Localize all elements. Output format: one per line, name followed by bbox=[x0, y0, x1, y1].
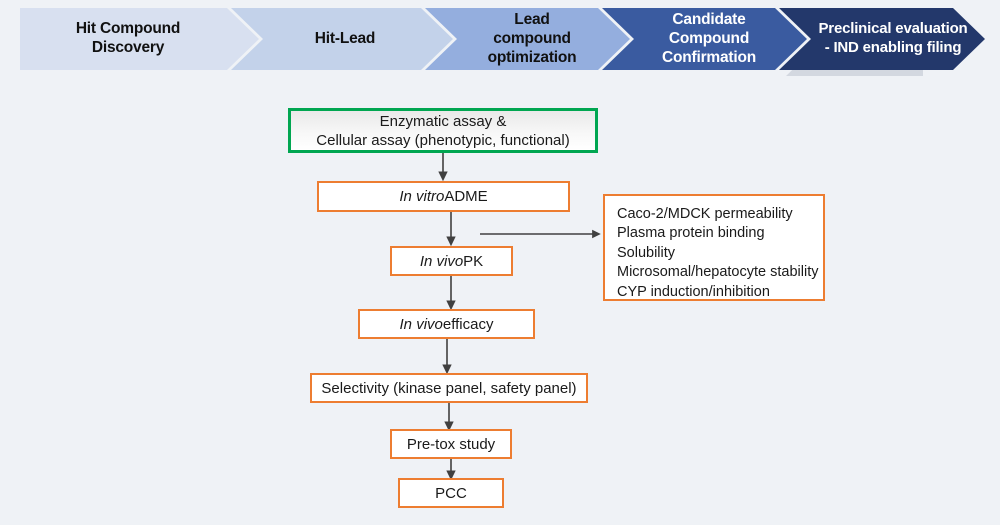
node-line-cellular-assay: Cellular assay (phenotypic, functional) bbox=[316, 131, 570, 149]
stage-chevron-hit-lead[interactable] bbox=[231, 8, 453, 70]
node-label-italic: In vivo bbox=[399, 315, 443, 333]
detail-item: CYP induction/inhibition bbox=[617, 283, 770, 300]
stage-chevron-svg bbox=[20, 8, 985, 76]
node-in-vitro-adme[interactable]: In vitro ADME bbox=[317, 181, 570, 212]
node-in-vivo-efficacy[interactable]: In vivo efficacy bbox=[358, 309, 535, 339]
node-pre-tox-study[interactable]: Pre-tox study bbox=[390, 429, 512, 459]
flow-connectors bbox=[438, 153, 601, 481]
node-line-enzymatic-assay: Enzymatic assay & bbox=[379, 112, 507, 130]
node-label-selectivity: Selectivity (kinase panel, safety panel) bbox=[321, 379, 577, 397]
detail-item: Plasma protein binding bbox=[617, 225, 765, 242]
stage-chevron-hit-compound-discovery[interactable] bbox=[20, 8, 259, 70]
node-pcc[interactable]: PCC bbox=[398, 478, 504, 508]
stage-chevron-band: Hit Compound Discovery Hit-Lead Lead com… bbox=[0, 0, 1000, 80]
node-label-italic: In vitro bbox=[399, 188, 445, 205]
detail-item: Microsomal/hepatocyte stability bbox=[617, 264, 819, 281]
node-label-rest: efficacy bbox=[442, 315, 494, 333]
node-label-rest: PK bbox=[463, 252, 484, 270]
node-label-rest: ADME bbox=[444, 188, 488, 205]
detail-box-in-vitro-adme-assays[interactable]: Caco-2/MDCK permeability Plasma protein … bbox=[603, 194, 825, 301]
node-label-pcc: PCC bbox=[435, 484, 467, 502]
node-in-vivo-pk[interactable]: In vivo PK bbox=[390, 246, 513, 276]
detail-item: Caco-2/MDCK permeability bbox=[617, 206, 793, 222]
detail-item: Solubility bbox=[617, 244, 676, 261]
stage-chevron-preclinical-evaluation[interactable] bbox=[779, 8, 985, 70]
node-selectivity[interactable]: Selectivity (kinase panel, safety panel) bbox=[310, 373, 588, 403]
stage-chevron-candidate-compound-confirmation[interactable] bbox=[602, 8, 807, 70]
node-label-pre-tox: Pre-tox study bbox=[406, 435, 496, 453]
node-enzymatic-cellular-assay[interactable]: Enzymatic assay & Cellular assay (phenot… bbox=[288, 108, 598, 153]
node-label-italic: In vivo bbox=[419, 252, 464, 270]
assay-cascade-flowchart: Enzymatic assay & Cellular assay (phenot… bbox=[0, 80, 1000, 525]
stage-chevron-lead-compound-optimization[interactable] bbox=[425, 8, 630, 70]
